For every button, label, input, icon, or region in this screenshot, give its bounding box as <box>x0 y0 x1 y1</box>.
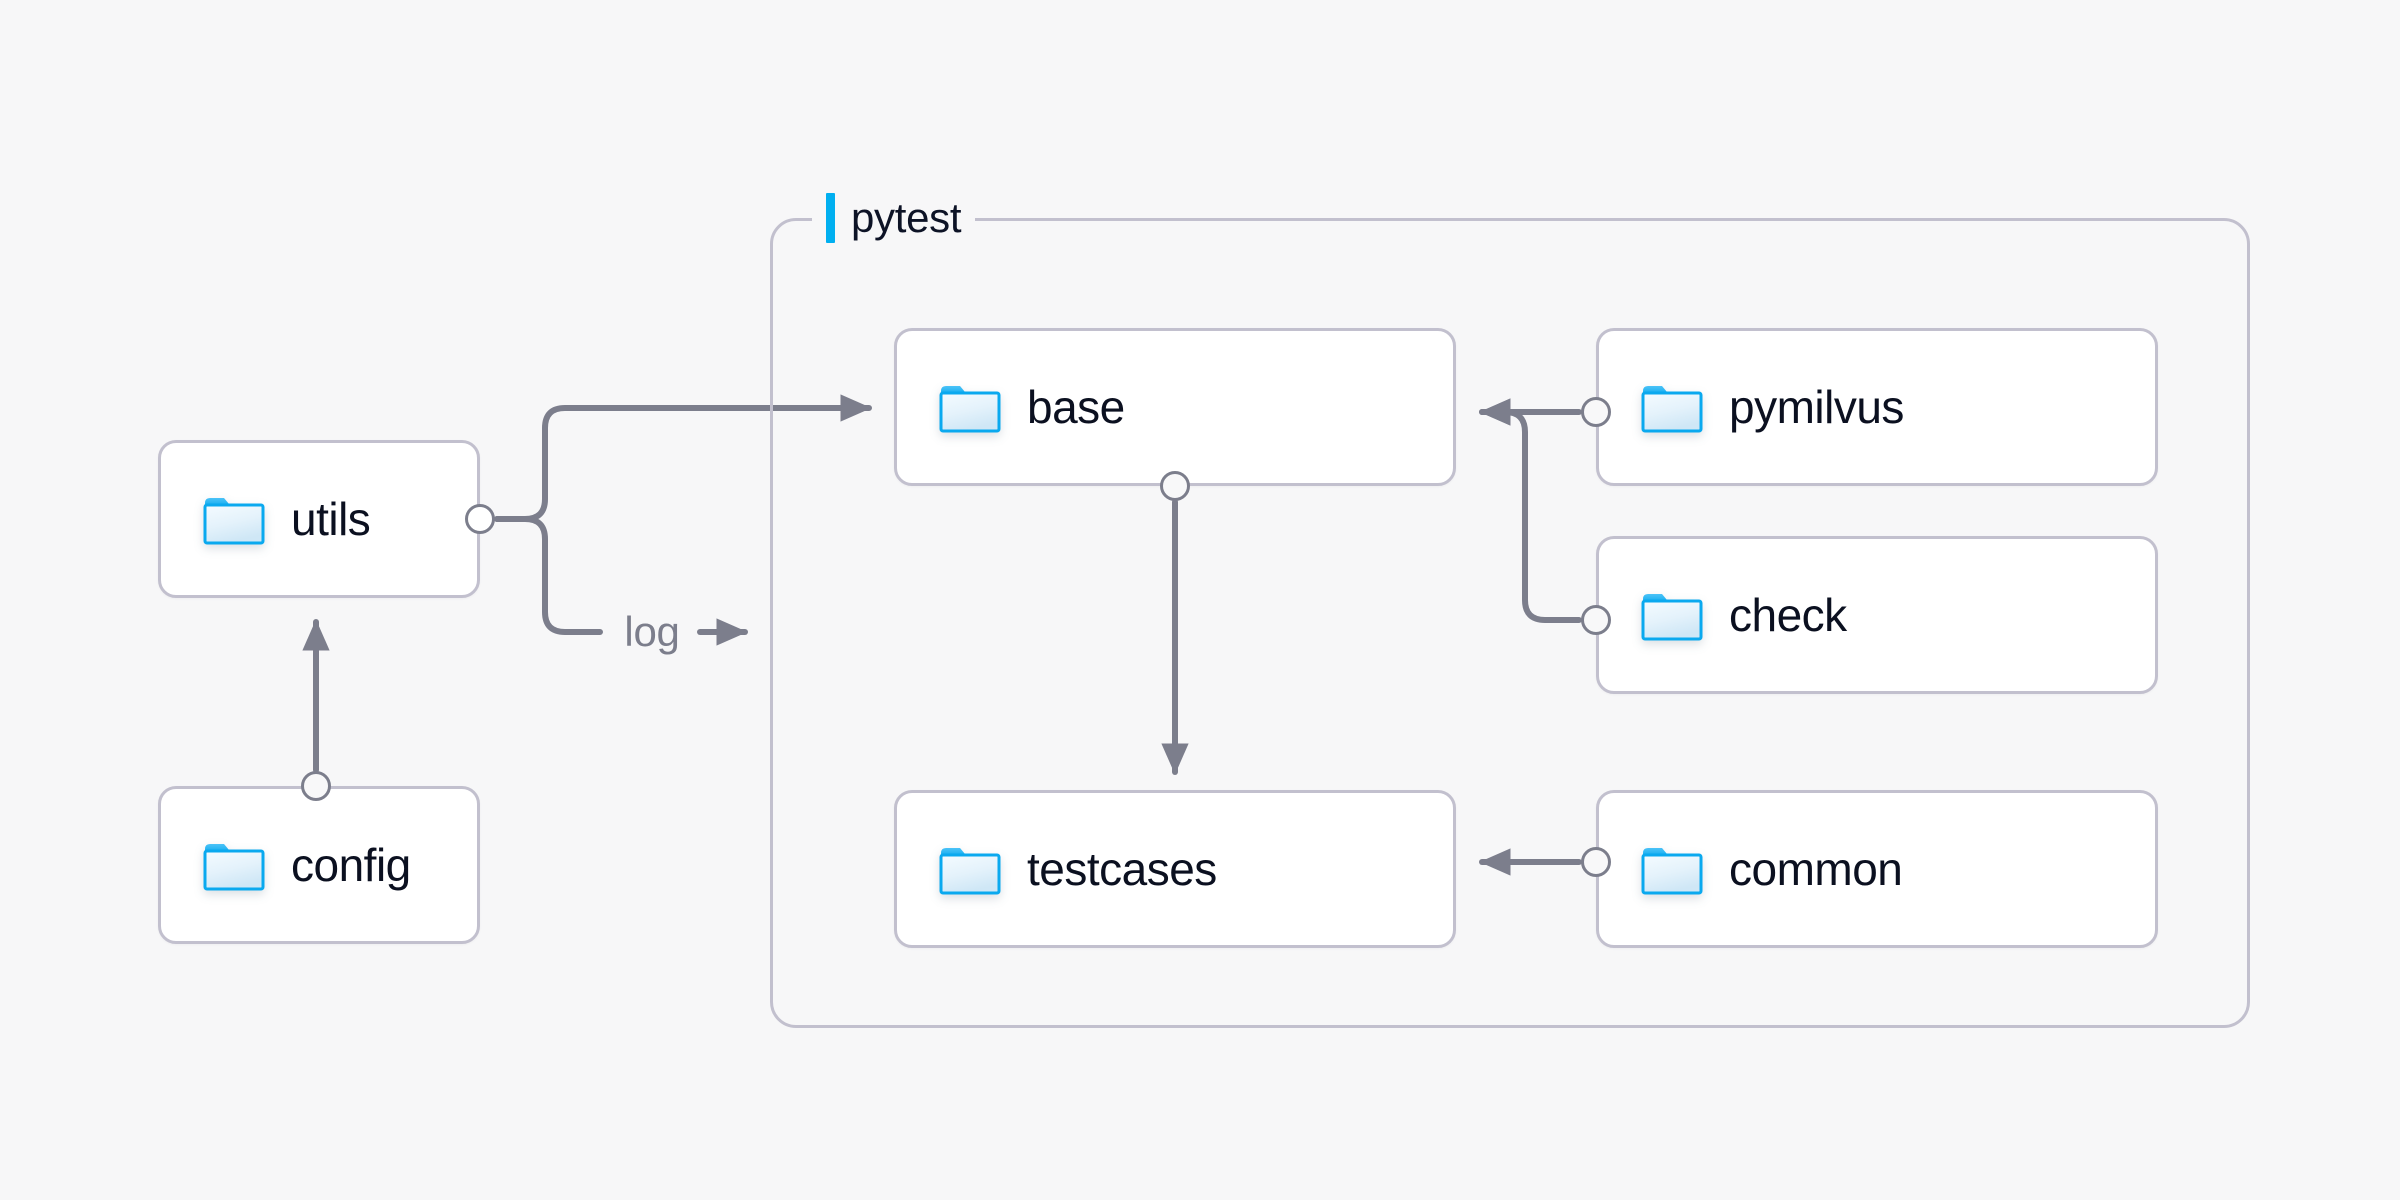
folder-icon <box>1641 594 1703 641</box>
node-pymilvus-label: pymilvus <box>1729 381 1904 433</box>
folder-icon <box>939 386 1001 433</box>
node-base-label: base <box>1027 381 1125 433</box>
folder-icon <box>1641 386 1703 433</box>
node-common[interactable]: common <box>1596 790 2158 948</box>
port-pymilvus-left[interactable] <box>1581 397 1611 427</box>
node-utils[interactable]: utils <box>158 440 480 598</box>
node-base[interactable]: base <box>894 328 1456 486</box>
group-accent-bar <box>826 193 835 243</box>
folder-icon <box>1641 848 1703 895</box>
group-pytest-label: pytest <box>812 190 976 246</box>
port-check-left[interactable] <box>1581 605 1611 635</box>
node-pymilvus[interactable]: pymilvus <box>1596 328 2158 486</box>
node-config-label: config <box>291 839 411 891</box>
node-common-label: common <box>1729 843 1903 895</box>
node-check-label: check <box>1729 589 1847 641</box>
port-utils-right[interactable] <box>465 504 495 534</box>
node-check[interactable]: check <box>1596 536 2158 694</box>
edge-utils-to-log <box>494 516 603 635</box>
folder-icon <box>203 844 265 891</box>
port-config-top[interactable] <box>301 771 331 801</box>
group-pytest[interactable] <box>770 218 2250 1028</box>
folder-icon <box>939 848 1001 895</box>
node-utils-label: utils <box>291 493 371 545</box>
group-title-text: pytest <box>851 194 962 241</box>
edge-label-log: log <box>616 608 688 656</box>
port-common-left[interactable] <box>1581 847 1611 877</box>
node-testcases-label: testcases <box>1027 843 1217 895</box>
folder-icon <box>203 498 265 545</box>
node-config[interactable]: config <box>158 786 480 944</box>
port-base-bottom[interactable] <box>1160 471 1190 501</box>
node-testcases[interactable]: testcases <box>894 790 1456 948</box>
